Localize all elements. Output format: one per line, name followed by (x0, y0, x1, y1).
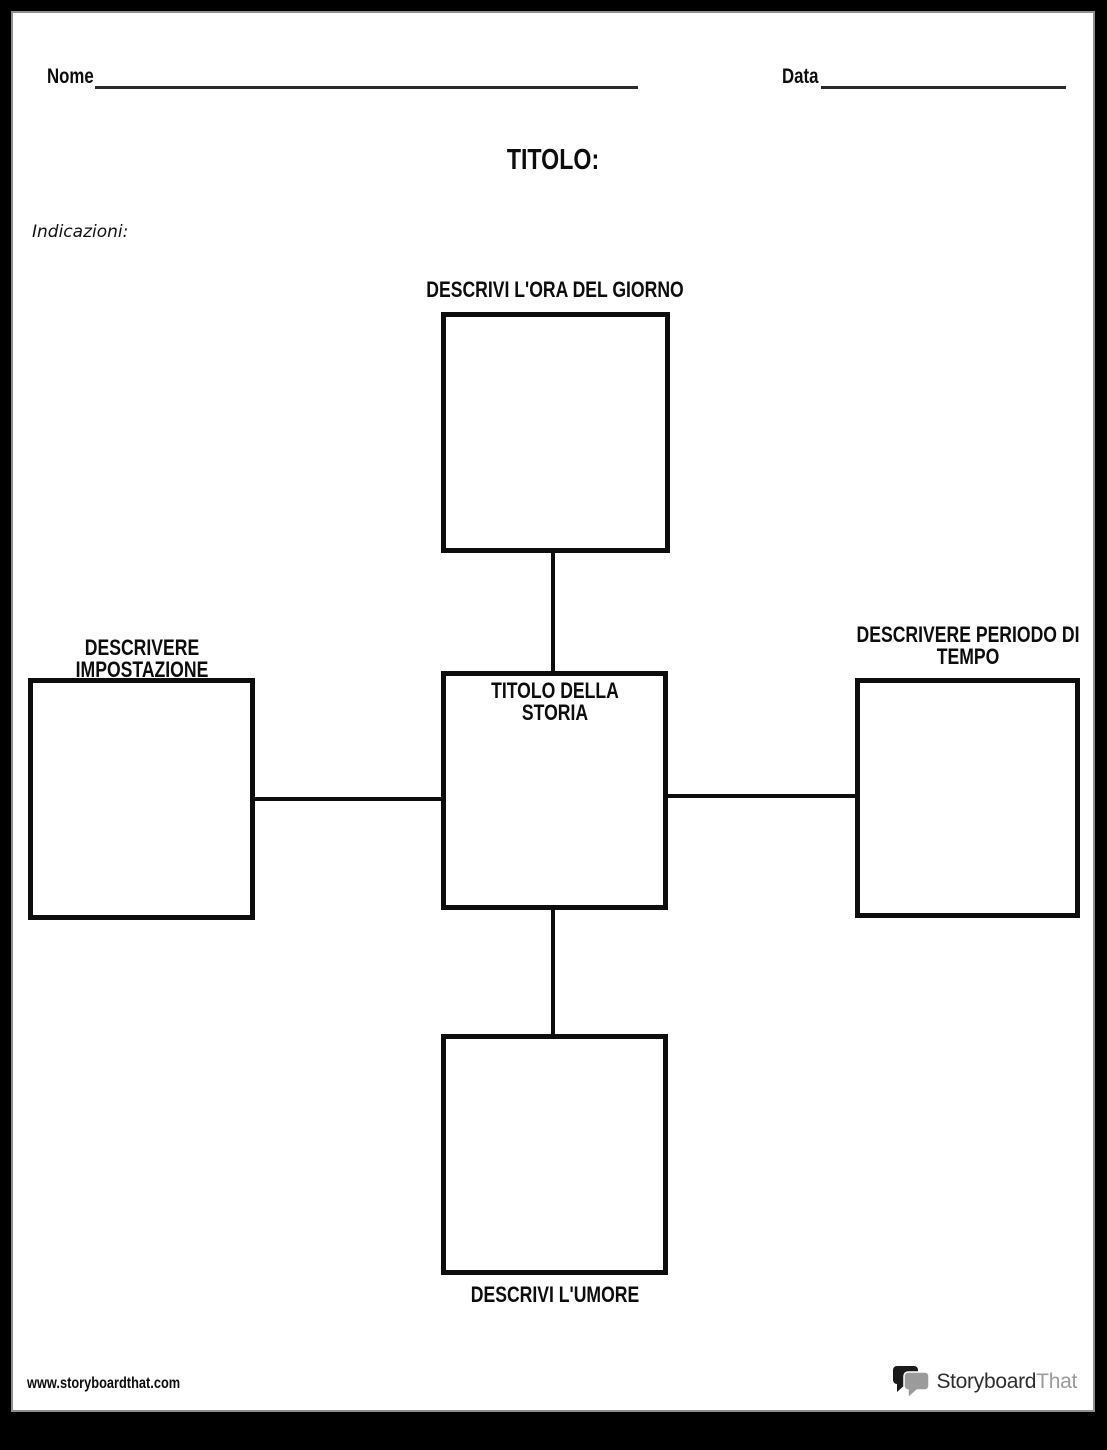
logo-word-storyboard: Storyboard (936, 1370, 1037, 1393)
story-title-box-label: TITOLO DELLA STORIA (490, 678, 619, 725)
right-box-label: DESCRIVERE PERIODO DI TEMPO (856, 622, 1080, 669)
setting-box[interactable] (28, 678, 255, 920)
logo-word-that: That (1036, 1370, 1077, 1393)
left-box-label: DESCRIVERE IMPOSTAZIONE (75, 635, 209, 682)
worksheet-page: Nome Data TITOLO: Indicazioni: DESCRIVI … (11, 11, 1095, 1412)
top-box-label: DESCRIVI L'ORA DEL GIORNO (426, 277, 684, 302)
time-period-box[interactable] (855, 678, 1080, 918)
name-input-line[interactable] (95, 86, 638, 89)
connector-left-horizontal (253, 797, 443, 801)
connector-top-vertical (551, 550, 555, 673)
story-title-box[interactable]: TITOLO DELLA STORIA (441, 671, 668, 910)
directions-label: Indicazioni: (32, 222, 129, 242)
connector-right-horizontal (666, 794, 857, 798)
logo-wordmark: StoryboardThat (936, 1370, 1077, 1394)
mood-box[interactable] (441, 1034, 668, 1275)
speech-bubbles-icon (892, 1365, 931, 1400)
storyboardthat-logo: StoryboardThat (892, 1365, 1077, 1400)
page-title: TITOLO: (506, 144, 600, 176)
name-label: Nome (47, 65, 94, 88)
footer-url: www.storyboardthat.com (27, 1375, 181, 1392)
bottom-box-label: DESCRIVI L'UMORE (470, 1282, 640, 1307)
date-input-line[interactable] (821, 86, 1066, 89)
time-of-day-box[interactable] (441, 312, 670, 553)
connector-bottom-vertical (551, 908, 555, 1036)
date-label: Data (782, 65, 819, 88)
